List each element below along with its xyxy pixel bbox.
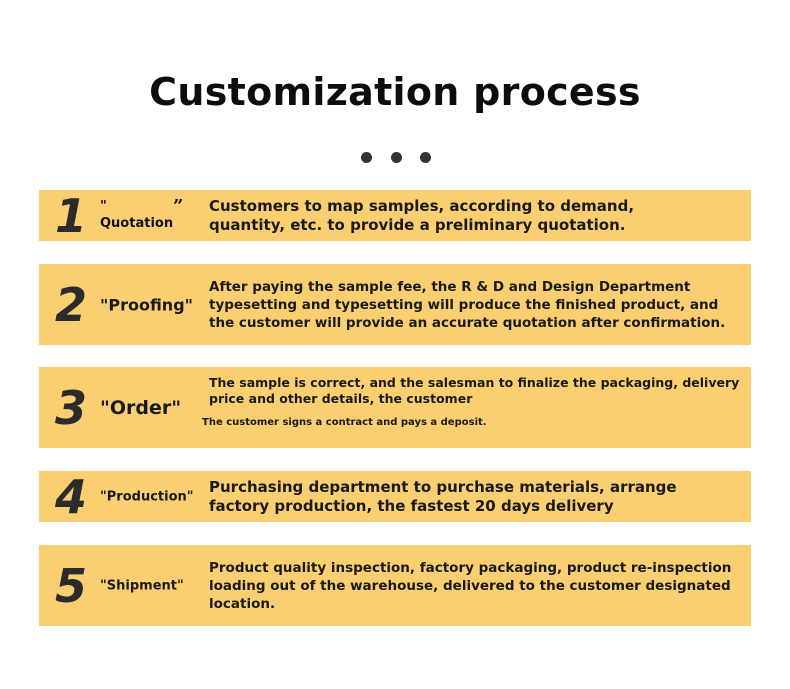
quote-open: " xyxy=(100,199,107,214)
step-order: 3 "Order" The sample is correct, and the… xyxy=(39,367,751,448)
step-description: Product quality inspection, factory pack… xyxy=(209,559,732,612)
step-production: 4 "Production" Purchasing department to … xyxy=(39,471,751,522)
step-label: "Order" xyxy=(100,396,182,419)
step-quotation: 1 " Quotation ” Customers to map samples… xyxy=(39,190,751,241)
step-number: 1 xyxy=(55,188,88,243)
dot-icon xyxy=(420,151,431,163)
quote-close: ” xyxy=(173,196,184,217)
step-label: "Production" xyxy=(100,489,194,504)
step-description: Purchasing department to purchase materi… xyxy=(209,477,677,515)
step-description: The sample is correct, and the salesman … xyxy=(209,375,740,406)
step-label: "Proofing" xyxy=(100,295,193,314)
step-description: Customers to map samples, according to d… xyxy=(209,196,635,234)
step-description: After paying the sample fee, the R & D a… xyxy=(209,278,726,331)
step-number: 2 xyxy=(55,277,88,332)
step-number: 3 xyxy=(55,380,88,435)
step-proofing: 2 "Proofing" After paying the sample fee… xyxy=(39,264,751,345)
step-shipment: 5 "Shipment" Product quality inspection,… xyxy=(39,545,751,626)
decorative-dots xyxy=(361,150,431,164)
dot-icon xyxy=(361,151,372,163)
step-number: 4 xyxy=(55,469,88,524)
step-number: 5 xyxy=(55,558,88,613)
dot-icon xyxy=(390,151,402,163)
page-title: Customization process xyxy=(149,70,641,114)
step-label: Quotation xyxy=(100,216,174,231)
step-extra-note: The customer signs a contract and pays a… xyxy=(202,417,487,428)
step-label: "Shipment" xyxy=(100,578,184,593)
